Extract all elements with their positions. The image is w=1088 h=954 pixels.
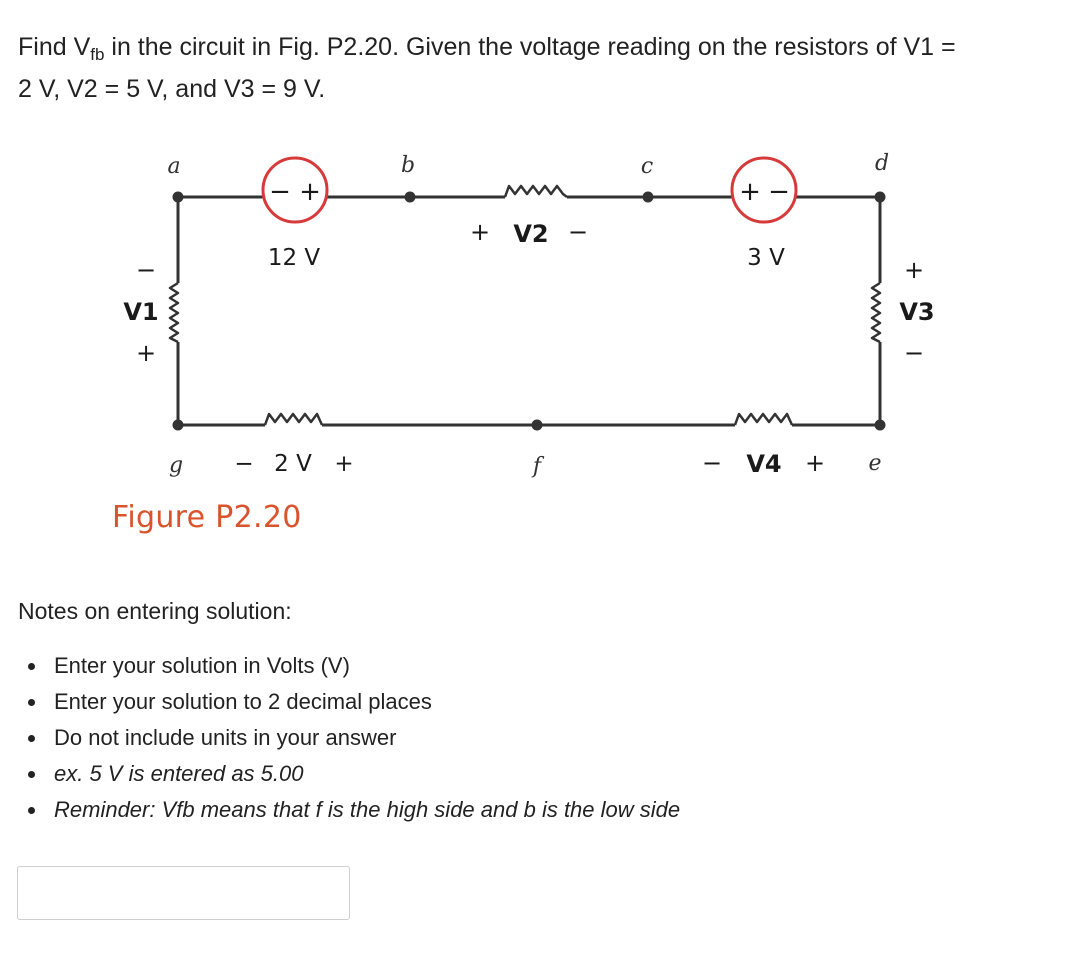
resistor-v3	[870, 281, 882, 344]
notes-item: ex. 5 V is entered as 5.00	[22, 756, 680, 792]
question-line1-rest: in the circuit in Fig. P2.20. Given the …	[104, 33, 956, 61]
question-line-2: 2 V, V2 = 5 V, and V3 = 9 V.	[18, 75, 326, 103]
v2-minus: −	[568, 218, 588, 246]
v2-plus: +	[470, 218, 490, 246]
node-a-label: a	[167, 154, 180, 179]
v2-label: V2	[513, 220, 548, 248]
v4-minus: −	[702, 449, 722, 477]
notes-item: Do not include units in your answer	[22, 720, 680, 756]
circuit-diagram: − + + − a b c d g f e 12 V 3 V + V2 − −	[123, 151, 934, 479]
v3-label: V3	[899, 298, 934, 326]
circuit-figure: − + + − a b c d g f e 12 V 3 V + V2 − −	[112, 151, 935, 535]
node-c-dot	[642, 191, 654, 203]
resistor-2v	[263, 412, 324, 426]
source-12v-minus: −	[269, 177, 291, 207]
node-d-dot	[874, 191, 886, 203]
figure-caption: Figure P2.20	[112, 500, 302, 535]
node-d-label: d	[875, 151, 889, 176]
notes-item: Enter your solution to 2 decimal places	[22, 684, 680, 720]
v1-label: V1	[123, 298, 158, 326]
v4-plus: +	[805, 449, 825, 477]
node-e-dot	[874, 419, 886, 431]
node-c-label: c	[641, 154, 653, 179]
v4-label: V4	[746, 450, 781, 478]
resistor-v4	[733, 412, 794, 426]
r2v-minus: −	[234, 451, 253, 477]
node-f-dot	[531, 419, 543, 431]
source-12v-plus: +	[299, 177, 321, 207]
node-e-label: e	[868, 451, 881, 476]
question-subscript: fb	[90, 45, 105, 64]
answer-input[interactable]	[17, 866, 350, 920]
resistor-v2	[503, 184, 568, 198]
node-g-dot	[172, 419, 184, 431]
v1-plus: +	[136, 339, 156, 367]
v3-minus: −	[904, 339, 924, 367]
resistor-v1	[168, 281, 180, 344]
source-3v-plus: +	[739, 177, 761, 207]
v3-plus: +	[904, 256, 924, 284]
notes-list: Enter your solution in Volts (V) Enter y…	[22, 648, 680, 828]
circuit-nodes	[172, 191, 886, 431]
node-b-label: b	[401, 153, 415, 178]
source-12v-value: 12 V	[268, 245, 321, 271]
notes-item: Enter your solution in Volts (V)	[22, 648, 680, 684]
resistors	[168, 184, 882, 426]
r2v-plus: +	[334, 451, 353, 477]
question-text: Find Vfb in the circuit in Fig. P2.20. G…	[18, 26, 1068, 110]
node-a-dot	[172, 191, 184, 203]
source-3v-circle	[730, 156, 798, 224]
node-b-dot	[404, 191, 416, 203]
r2v-value: 2 V	[274, 451, 312, 477]
notes-title: Notes on entering solution:	[18, 598, 292, 624]
source-12v-circle	[261, 156, 329, 224]
notes-item: Reminder: Vfb means that f is the high s…	[22, 792, 680, 828]
v1-minus: −	[136, 256, 156, 284]
node-g-label: g	[169, 453, 183, 478]
node-f-label: f	[531, 454, 545, 479]
source-3v-value: 3 V	[747, 245, 785, 271]
source-3v-minus: −	[768, 177, 790, 207]
question-prefix: Find V	[18, 33, 91, 61]
question-line-1: Find Vfb in the circuit in Fig. P2.20. G…	[18, 26, 1068, 68]
